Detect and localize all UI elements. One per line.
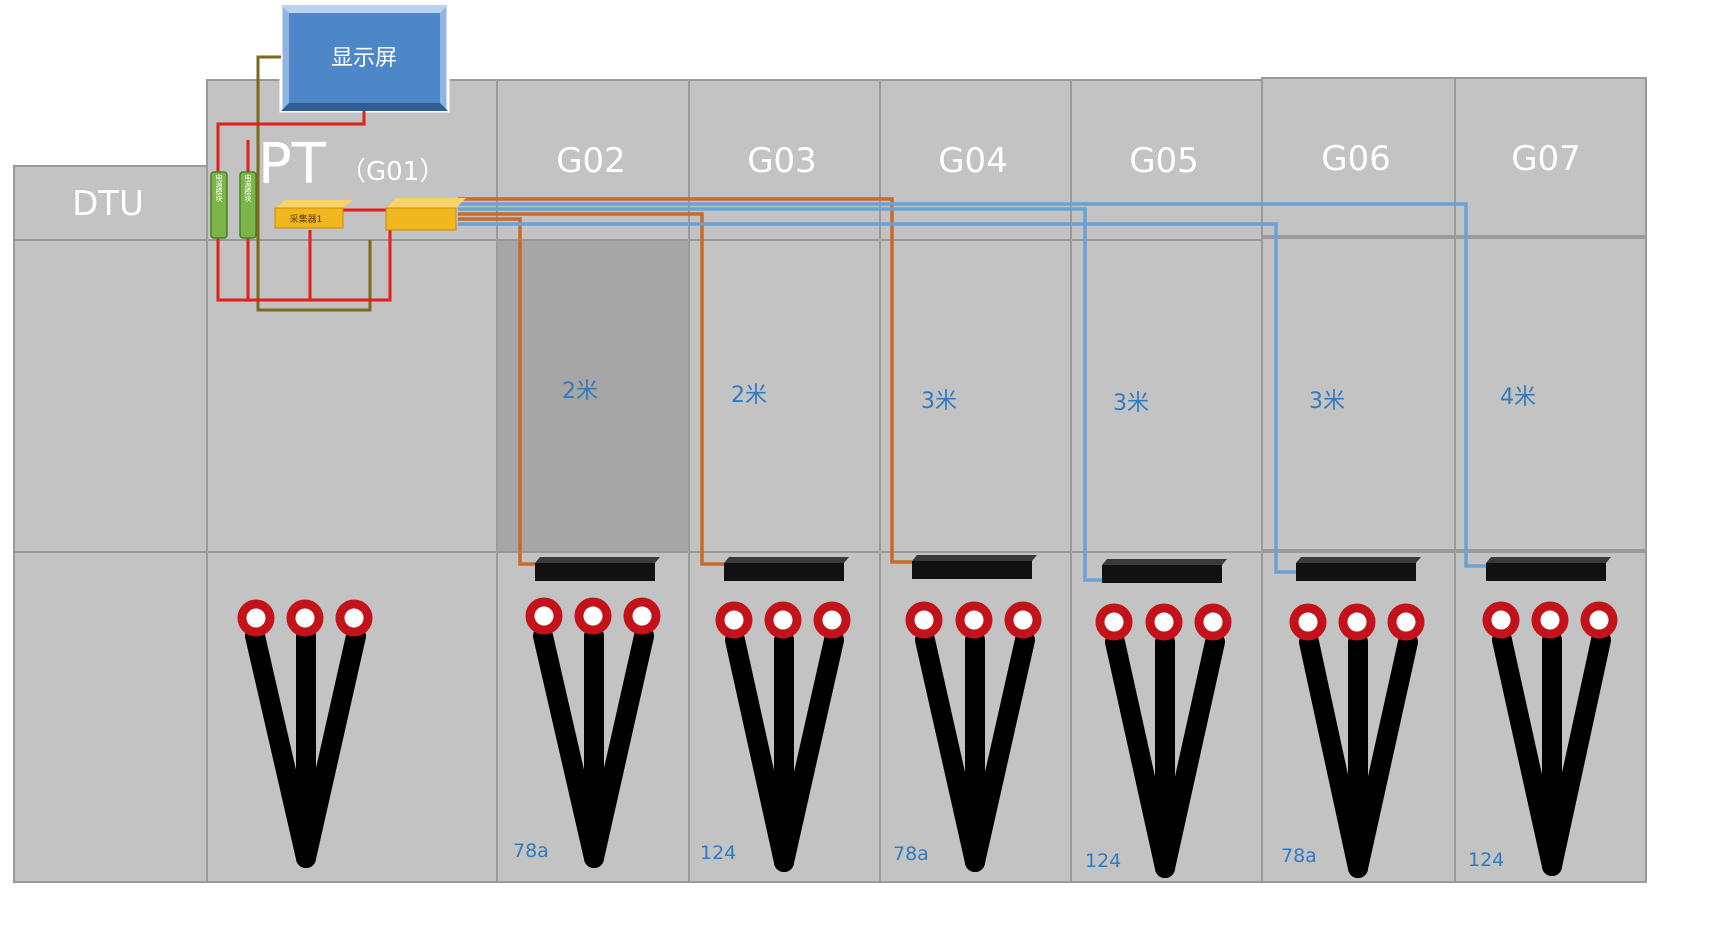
- model-g07: 124: [1468, 849, 1504, 871]
- ct-bar-g03: [724, 557, 849, 581]
- ct-bar-g05: [1102, 559, 1227, 583]
- g06-middle-panel: [1261, 237, 1456, 551]
- power-module-1: 电源模块: [210, 171, 228, 239]
- cable-to-g06: [458, 222, 1296, 574]
- ct-bar-g02: [535, 557, 660, 581]
- pt-sub-label: （G01）: [340, 157, 445, 187]
- ct-bar-g04: [912, 555, 1037, 579]
- distance-g04: 3米: [921, 389, 957, 414]
- g04-middle-panel: [879, 239, 1072, 553]
- model-g02: 78a: [513, 840, 549, 862]
- ct-bar-g07: [1486, 557, 1611, 581]
- g05-header-panel: [1070, 79, 1263, 241]
- dtu-header-panel: [13, 165, 208, 241]
- pt-label: PT: [258, 132, 327, 197]
- cable-to-g02: [458, 217, 535, 566]
- ct-rings-pt: [237, 599, 373, 637]
- g02-middle-panel: [496, 239, 690, 553]
- g07-header-panel: [1454, 77, 1647, 237]
- ct-rings-g07: [1482, 601, 1618, 639]
- cabinet-g03-label: G03: [747, 141, 817, 181]
- cable-fan-g06: [1299, 632, 1418, 878]
- ct-rings-g06: [1289, 603, 1425, 641]
- distance-g03: 2米: [731, 383, 767, 408]
- ct-rings-g02: [525, 597, 661, 635]
- cabinet-g07-label: G07: [1511, 139, 1581, 179]
- dtu-bottom-panel: [13, 551, 208, 883]
- power-module-2: 电源模块: [239, 171, 257, 239]
- cable-to-g07: [458, 202, 1486, 568]
- relay-module: [385, 198, 466, 231]
- distance-g02: 2米: [562, 379, 598, 404]
- ct-sensor-bars: [535, 555, 1611, 583]
- model-g05: 124: [1085, 850, 1121, 872]
- collector-module-label: 采集器1: [290, 213, 323, 225]
- cable-to-g05: [458, 207, 1102, 582]
- cable-fan-g04: [915, 630, 1035, 872]
- dtu-label: DTU: [72, 184, 144, 224]
- cabinet-g06-label: G06: [1321, 139, 1391, 179]
- cabinet-g05-label: G05: [1129, 141, 1199, 181]
- ct-rings-g04: [905, 601, 1042, 639]
- ct-rings-g03: [715, 601, 851, 639]
- g06-header-panel: [1261, 77, 1456, 237]
- power-module-1-label: 电源模块: [215, 173, 223, 203]
- ct-bar-g06: [1296, 557, 1421, 581]
- g05-middle-panel: [1070, 239, 1263, 553]
- power-module-2-label: 电源模块: [244, 173, 252, 203]
- dtu-middle-panel: [13, 239, 208, 553]
- collector-module: 采集器1: [274, 200, 353, 229]
- cable-fan-g03: [725, 630, 844, 872]
- distance-g06: 3米: [1309, 389, 1345, 414]
- cable-fan-g07: [1492, 630, 1611, 876]
- cabinet-g02-label: G02: [556, 141, 626, 181]
- cable-to-g03: [458, 212, 724, 566]
- ct-rings: [237, 597, 1618, 641]
- display-screen: 显示屏: [279, 3, 450, 113]
- cabinet-g04-label: G04: [938, 141, 1008, 181]
- cable-fans: [245, 626, 1611, 878]
- g04-header-panel: [879, 79, 1072, 241]
- pt-middle-panel: [206, 239, 498, 553]
- ct-rings-g05: [1095, 603, 1232, 641]
- g03-middle-panel: [688, 239, 881, 553]
- cable-fan-pt: [245, 626, 366, 868]
- display-screen-label: 显示屏: [331, 46, 397, 71]
- orange-cables: [458, 197, 912, 566]
- g07-middle-panel: [1454, 237, 1647, 551]
- blue-cables: [458, 202, 1486, 582]
- model-g04: 78a: [893, 843, 929, 865]
- distance-g05: 3米: [1113, 391, 1149, 416]
- cable-fan-g05: [1105, 632, 1225, 878]
- model-g06: 78a: [1281, 845, 1317, 867]
- cable-fan-g02: [533, 626, 654, 868]
- g03-header-panel: [688, 79, 881, 241]
- distance-g07: 4米: [1500, 385, 1536, 410]
- model-g03: 124: [700, 842, 736, 864]
- cable-to-g04: [458, 197, 912, 564]
